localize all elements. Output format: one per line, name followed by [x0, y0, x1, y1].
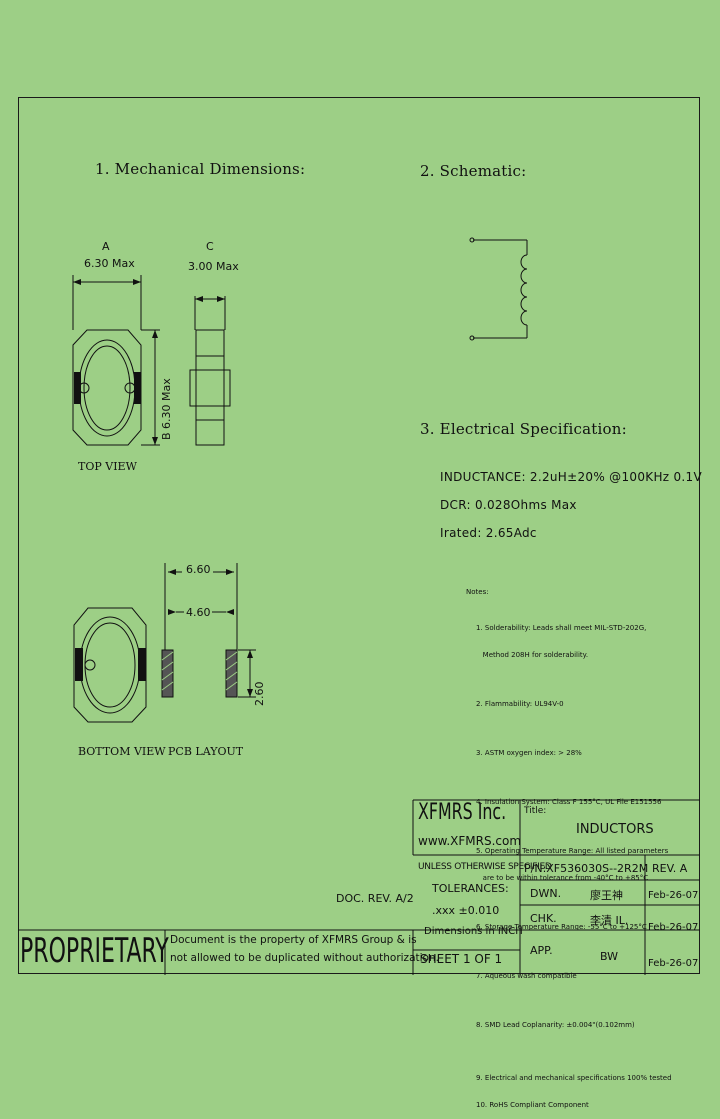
- electrical-header: 3. Electrical Specification:: [420, 420, 627, 438]
- proprietary-label: PROPRIETARY: [20, 931, 169, 971]
- title-label: Title:: [524, 806, 547, 816]
- dim-a-letter: A: [102, 240, 110, 253]
- pcb-pads: [161, 649, 238, 698]
- dim-c-letter: C: [206, 240, 214, 253]
- note-item: 10. RoHS Compliant Component: [476, 1101, 589, 1109]
- dwn-date: Feb-26-07: [648, 890, 699, 901]
- bottom-view-label: BOTTOM VIEW: [78, 745, 166, 758]
- dwn-label: DWN.: [530, 887, 562, 900]
- chk-name: 李清 IL.: [590, 914, 629, 927]
- part-number: P/N:XF536030S--2R2M: [524, 862, 649, 875]
- notes-title: Notes:: [466, 588, 489, 596]
- company-name: XFMRS Inc.: [418, 800, 507, 825]
- sheet-number: SHEET 1 OF 1: [420, 952, 503, 966]
- drawing-frame: [18, 97, 700, 974]
- app-date: Feb-26-07: [648, 958, 699, 969]
- note-item: 3. ASTM oxygen index: > 28%: [476, 749, 582, 757]
- mechanical-drawings: [18, 237, 700, 975]
- irated-spec: Irated: 2.65Adc: [440, 526, 537, 540]
- schematic-header: 2. Schematic:: [420, 162, 527, 180]
- dim-a-value: 6.30 Max: [84, 257, 135, 270]
- dimensions-unit: Dimensions in INCH: [424, 926, 523, 937]
- tolerance-value: .xxx ±0.010: [432, 904, 500, 917]
- note-item: 2. Flammability: UL94V-0: [476, 700, 564, 708]
- inductance-spec: INDUCTANCE: 2.2uH±20% @100KHz 0.1V: [440, 470, 702, 484]
- note-item: 1. Solderability: Leads shall meet MIL-S…: [476, 624, 647, 632]
- note-item: 7. Aqueous wash compatible: [476, 972, 577, 980]
- pcb-layout-label: PCB LAYOUT: [168, 745, 244, 758]
- chk-label: CHK.: [530, 912, 557, 925]
- dwn-name: 廖王神: [590, 889, 623, 902]
- proprietary-notice-line2: not allowed to be duplicated without aut…: [170, 952, 439, 964]
- note-item: are to be within tolerance from -40°C to…: [476, 874, 649, 882]
- note-item: 5. Operating Temperature Range: All list…: [476, 847, 669, 855]
- unless-specified: UNLESS OTHERWISE SPECIFIED: [418, 862, 552, 872]
- pcb-dim-460: 4.60: [186, 606, 211, 619]
- dim-c-value: 3.00 Max: [188, 260, 239, 273]
- app-label: APP.: [530, 944, 553, 957]
- note-item: 9. Electrical and mechanical specificati…: [476, 1074, 672, 1082]
- note-item: 4. Insulation System: Class F 155°C, UL …: [476, 798, 662, 806]
- doc-revision: DOC. REV. A/2: [336, 892, 414, 905]
- chk-date: Feb-26-07: [648, 922, 699, 933]
- drawing-title: INDUCTORS: [576, 822, 654, 837]
- dcr-spec: DCR: 0.028Ohms Max: [440, 498, 577, 512]
- tolerances-label: TOLERANCES:: [432, 882, 509, 895]
- mechanical-header: 1. Mechanical Dimensions:: [95, 160, 306, 178]
- note-item: Method 208H for solderability.: [476, 651, 589, 659]
- note-item: 8. SMD Lead Coplanarity: ±0.004"(0.102mm…: [476, 1021, 635, 1029]
- revision: REV. A: [652, 862, 688, 875]
- company-website: www.XFMRS.com: [418, 834, 522, 848]
- pcb-dim-660: 6.60: [186, 563, 211, 576]
- app-name: BW: [600, 950, 619, 963]
- top-view-label: TOP VIEW: [78, 460, 137, 473]
- proprietary-notice-line1: Document is the property of XFMRS Group …: [170, 934, 417, 946]
- note-item: 6. Storage Temperature Range: -55°C to +…: [476, 923, 647, 931]
